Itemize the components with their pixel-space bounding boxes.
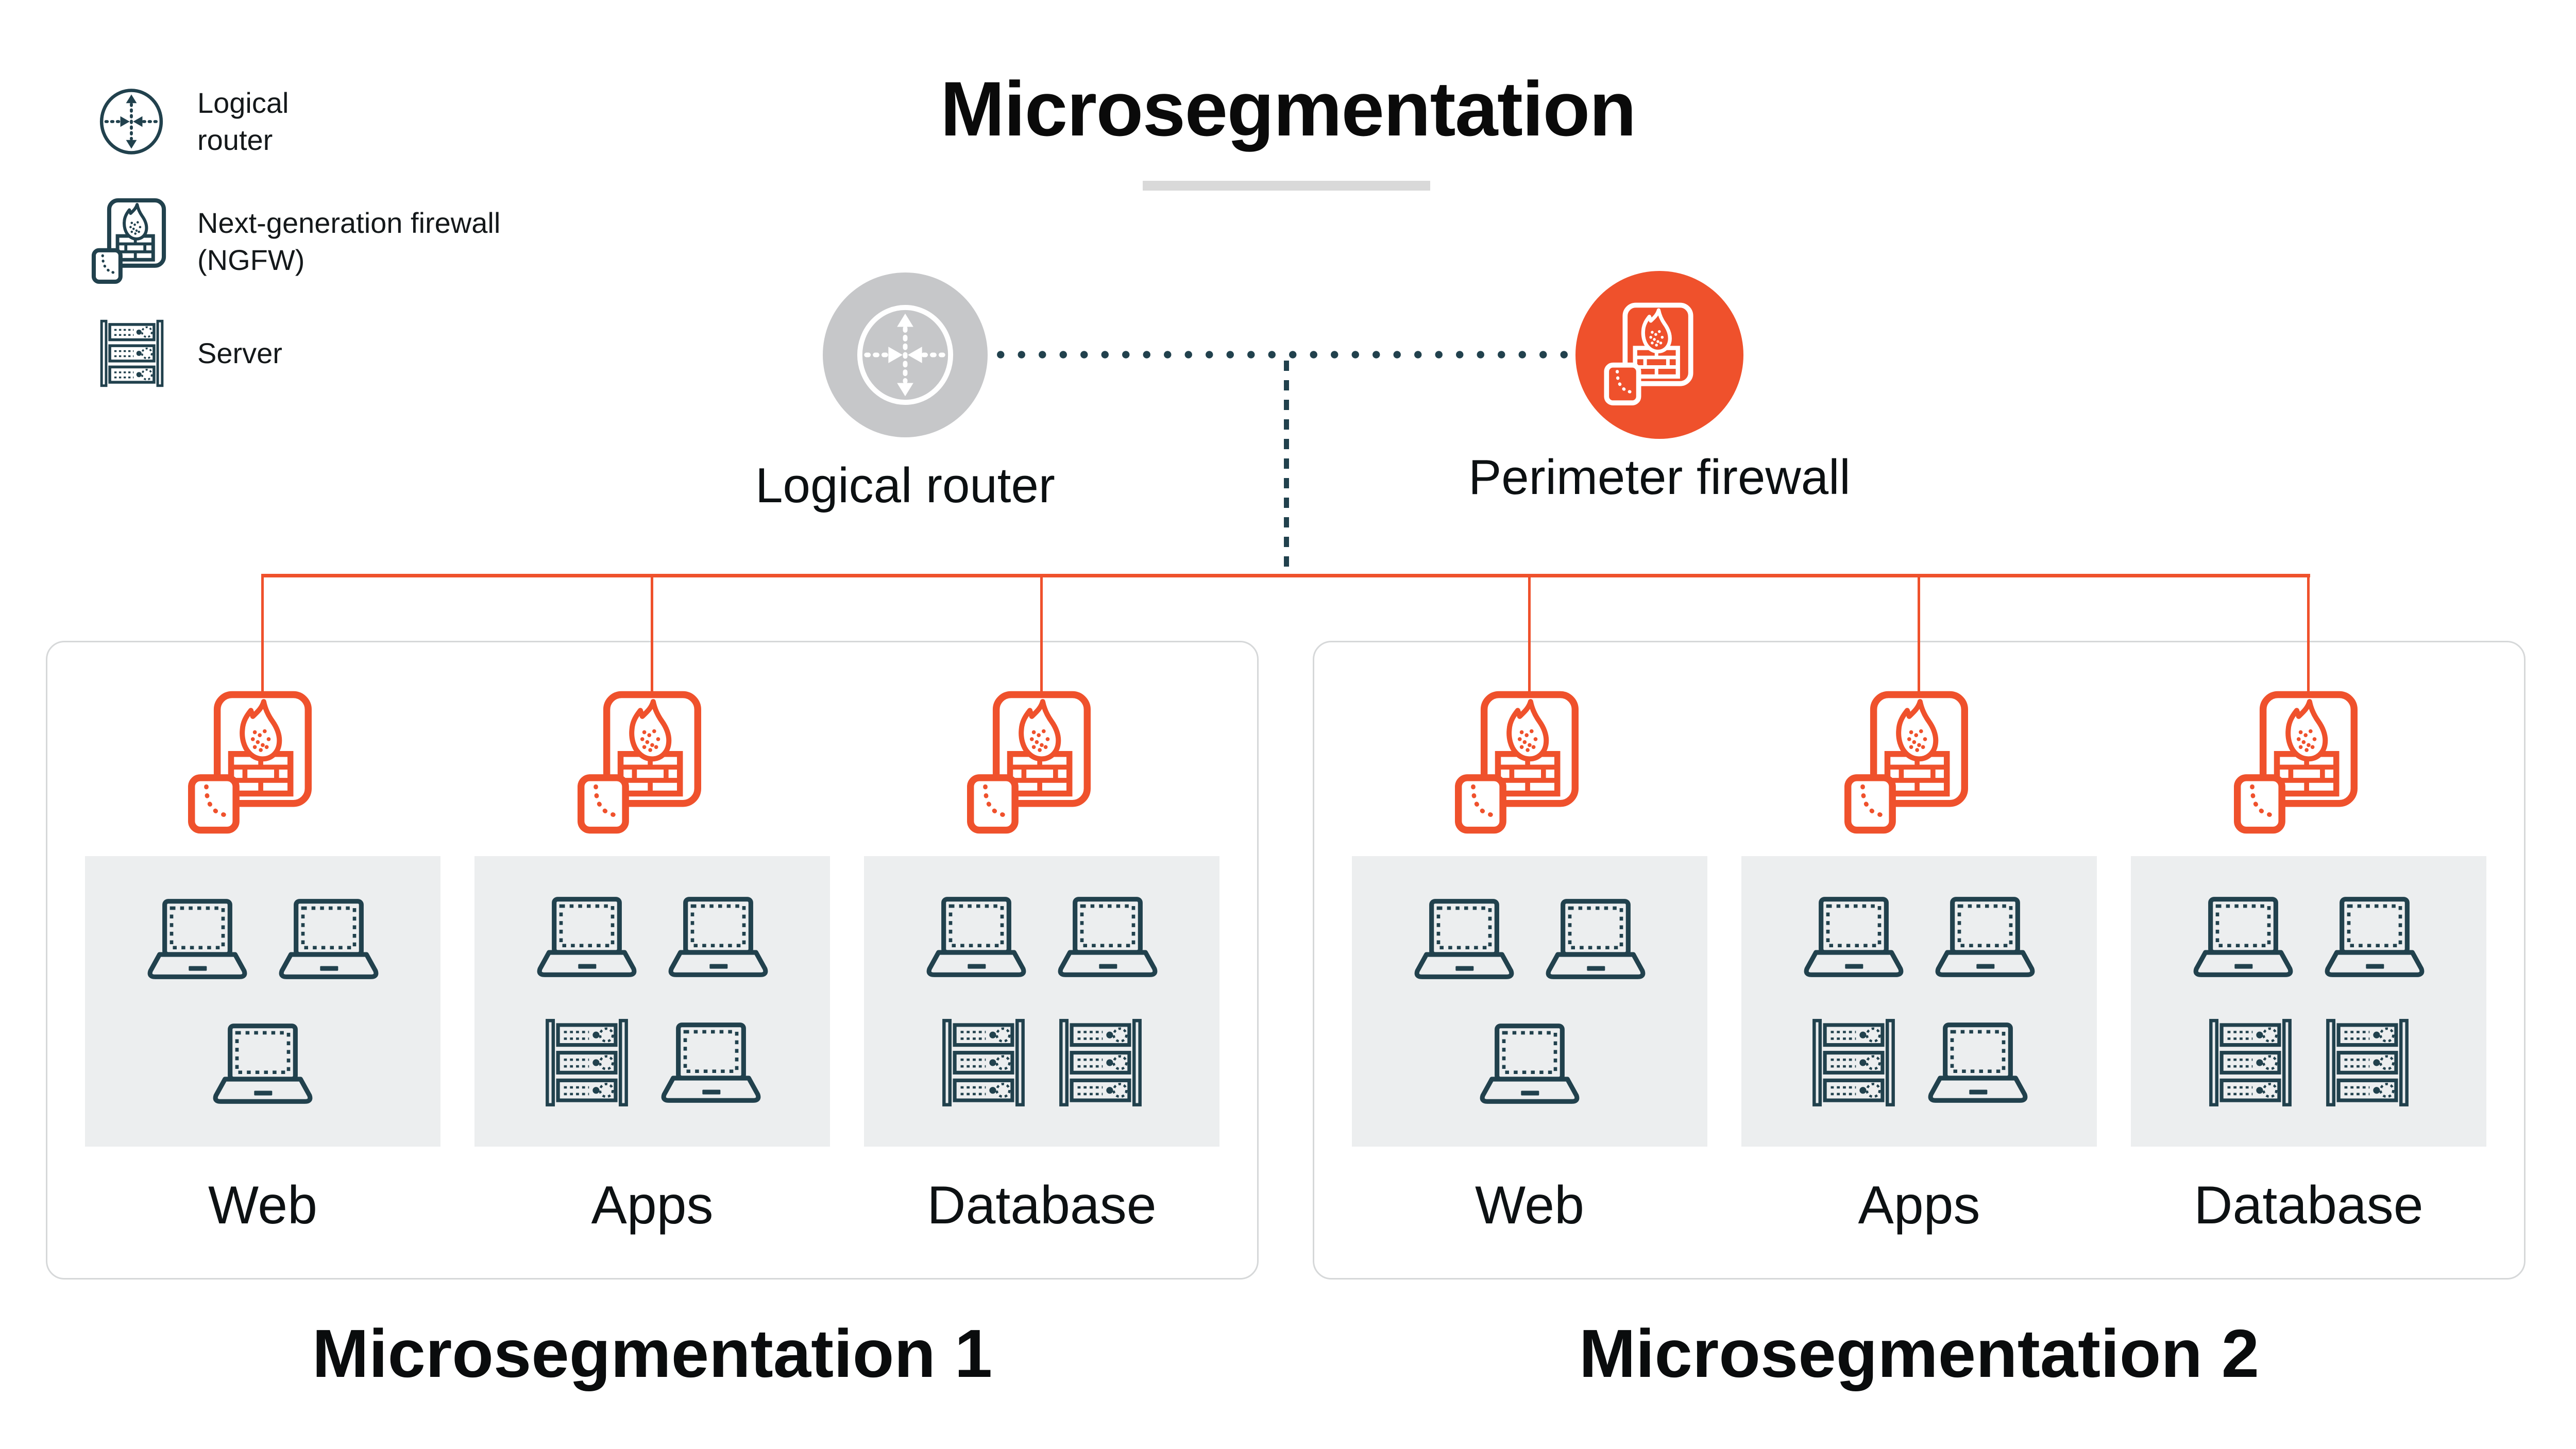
firewall-drop-line (261, 574, 264, 696)
dotted-connector-vertical (1284, 361, 1289, 574)
laptop-icon (535, 896, 638, 978)
device-row (535, 896, 770, 978)
server-icon (543, 1018, 631, 1107)
segment-database-2: Database (2114, 642, 2503, 1278)
device-row (925, 896, 1159, 978)
device-box-web-1 (85, 856, 440, 1147)
page-title: Microsegmentation (940, 65, 1636, 152)
ngfw-icon (2231, 689, 2360, 837)
laptop-icon (1934, 896, 2037, 978)
server-icon (2323, 1018, 2412, 1107)
segment-label-database-1: Database (927, 1175, 1157, 1235)
laptop-icon (2192, 896, 2295, 978)
ngfw-icon (1452, 689, 1581, 837)
laptop-icon (277, 898, 380, 980)
panel-microsegmentation-1: Web Apps Database (46, 641, 1259, 1280)
device-row (939, 1018, 1145, 1107)
server-icon (1809, 1018, 1898, 1107)
laptop-icon (1802, 896, 1905, 978)
server-icon (939, 1018, 1028, 1107)
device-box-apps-1 (474, 856, 830, 1147)
laptop-icon (211, 1022, 314, 1105)
device-row (146, 898, 380, 980)
legend-item-logical-router: Logical router (98, 84, 352, 158)
ngfw-icon (575, 689, 704, 837)
laptop-icon (1413, 898, 1516, 980)
device-row (543, 1018, 762, 1107)
segment-web-1: Web (68, 642, 457, 1278)
device-box-database-2 (2131, 856, 2486, 1147)
device-row (1802, 896, 2037, 978)
ngfw-icon (90, 197, 167, 286)
laptop-icon (2323, 896, 2426, 978)
laptop-icon (146, 898, 249, 980)
laptop-icon (1926, 1021, 2029, 1104)
device-row (1809, 1018, 2029, 1107)
firewall-drop-line (651, 574, 653, 696)
panel-title-2: Microsegmentation 2 (1579, 1316, 2260, 1391)
laptop-icon (1056, 896, 1159, 978)
logical-router-icon (854, 304, 956, 406)
firewall-drop-line (1040, 574, 1043, 696)
ngfw-icon (185, 689, 314, 837)
legend-label-ngfw: Next-generation firewall (NGFW) (197, 206, 501, 276)
legend-item-server: Server (98, 319, 352, 387)
firewall-drop-line (1528, 574, 1531, 696)
device-row (2206, 1018, 2412, 1107)
perimeter-firewall-label: Perimeter firewall (1468, 450, 1851, 505)
segment-label-apps-1: Apps (591, 1175, 714, 1235)
device-box-apps-2 (1741, 856, 2097, 1147)
device-row (1413, 898, 1647, 980)
legend-label-logical-router: Logical router (197, 87, 289, 156)
segment-web-2: Web (1335, 642, 1724, 1278)
ngfw-icon (964, 689, 1093, 837)
laptop-icon (1478, 1022, 1581, 1105)
segment-label-database-2: Database (2194, 1175, 2424, 1235)
logical-router-label: Logical router (755, 458, 1055, 513)
ngfw-icon (1842, 689, 1971, 837)
segment-apps-1: Apps (457, 642, 847, 1278)
laptop-icon (1544, 898, 1647, 980)
panel-title-1: Microsegmentation 1 (312, 1316, 993, 1391)
segment-label-web-2: Web (1475, 1175, 1584, 1235)
laptop-icon (925, 896, 1028, 978)
server-icon (98, 319, 166, 387)
dotted-connector-horizontal (990, 351, 1574, 359)
device-box-database-1 (864, 856, 1219, 1147)
logical-router-node (823, 272, 988, 437)
device-row (1478, 1022, 1581, 1105)
ngfw-icon (1602, 301, 1695, 408)
firewall-drop-line (1918, 574, 1920, 696)
laptop-icon (667, 896, 770, 978)
device-box-web-2 (1352, 856, 1707, 1147)
server-icon (2206, 1018, 2295, 1107)
legend-item-ngfw: Next-generation firewall (NGFW) (90, 197, 506, 286)
panel-microsegmentation-2: Web Apps Database (1313, 641, 2526, 1280)
device-row (2192, 896, 2426, 978)
laptop-icon (659, 1021, 762, 1104)
segment-apps-2: Apps (1724, 642, 2114, 1278)
server-icon (1056, 1018, 1145, 1107)
title-underline (1143, 181, 1430, 191)
legend-label-server: Server (197, 337, 282, 370)
segment-label-apps-2: Apps (1858, 1175, 1980, 1235)
device-row (211, 1022, 314, 1105)
firewall-bus-line (261, 574, 2310, 577)
segment-database-1: Database (847, 642, 1236, 1278)
segment-label-web-1: Web (208, 1175, 317, 1235)
perimeter-firewall-node (1575, 271, 1743, 439)
firewall-drop-line (2307, 574, 2310, 696)
